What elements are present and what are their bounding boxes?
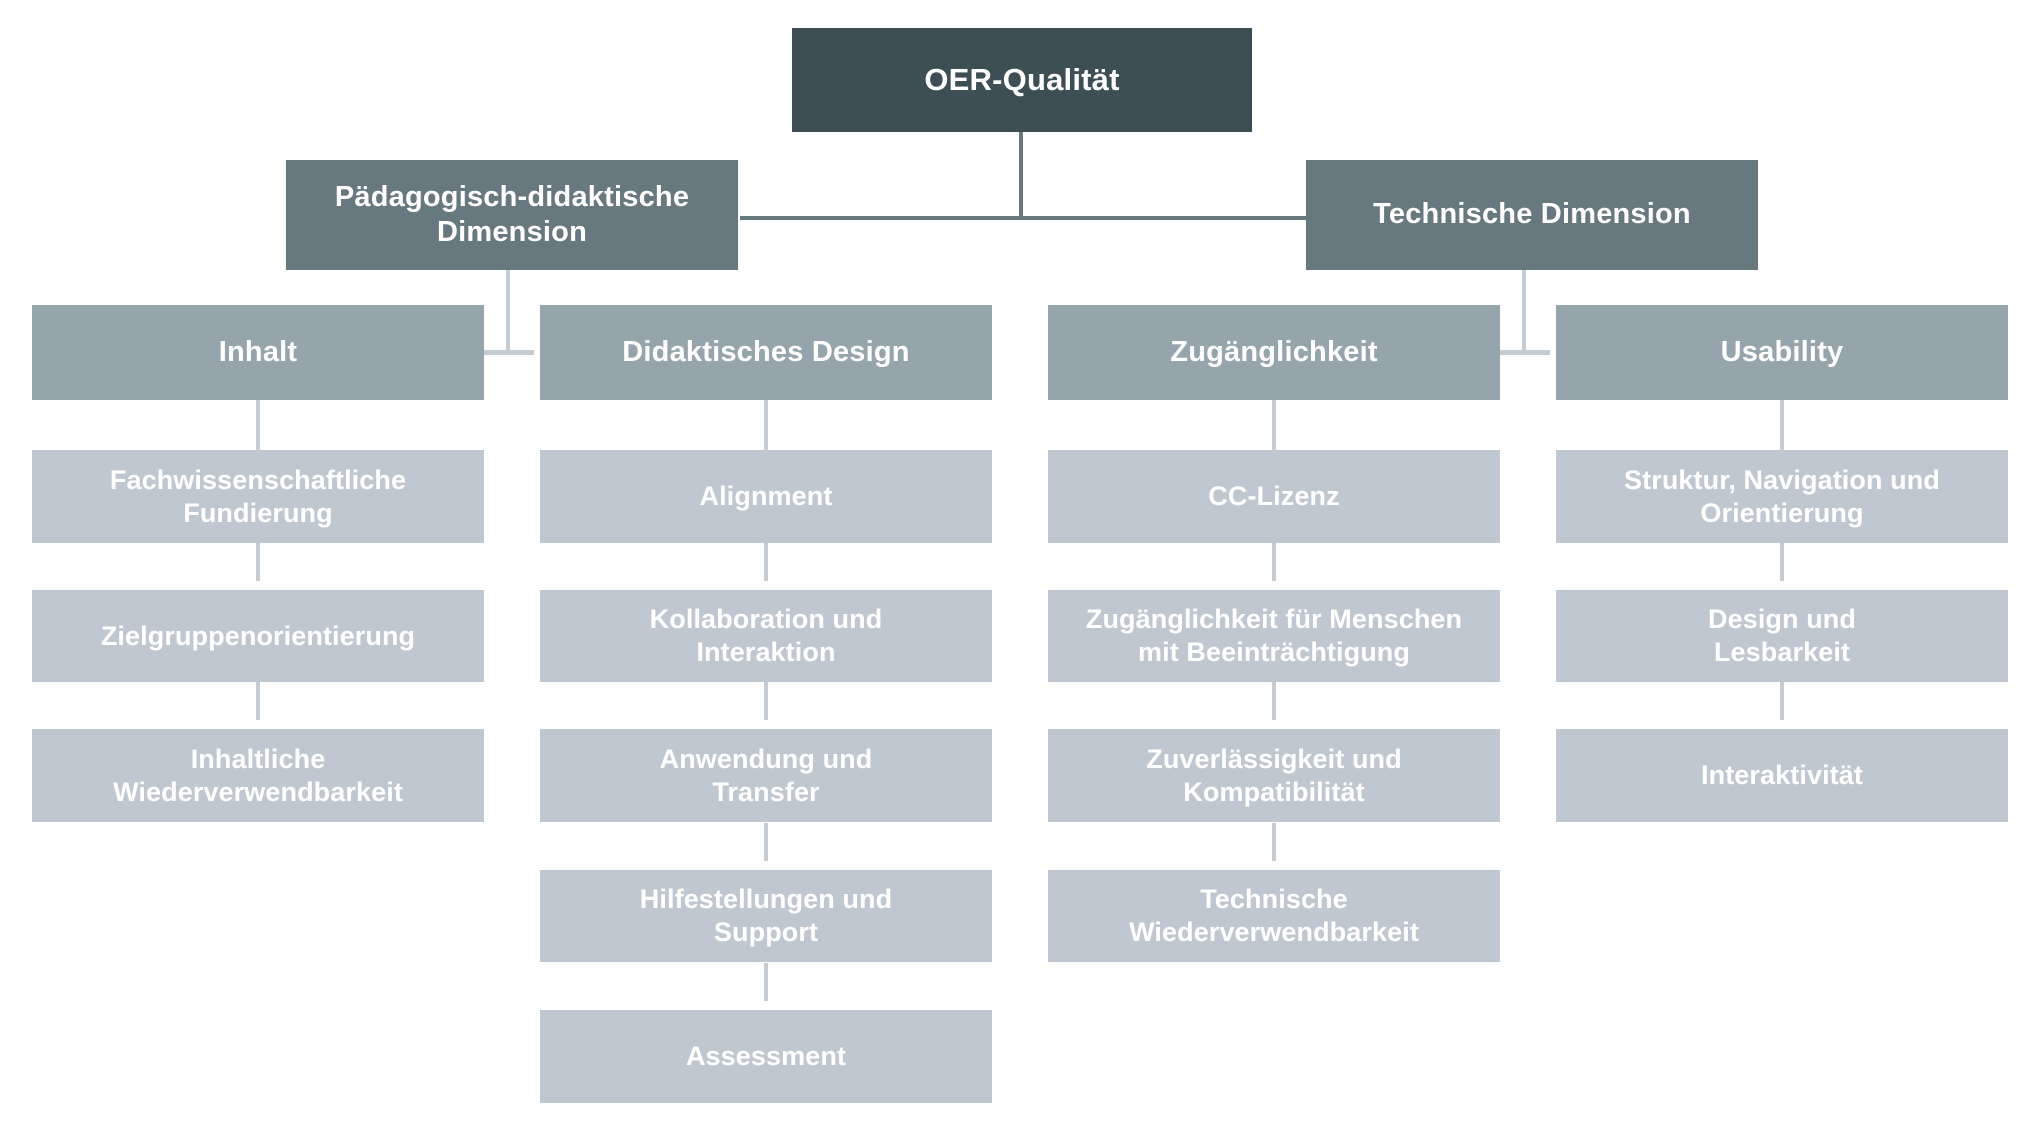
node-leaf-fachwissenschaftliche-fundierung[interactable]: Fachwissenschaftliche Fundierung: [32, 450, 484, 543]
connector-col2-seg5: [764, 963, 768, 1001]
connector-col3-seg1: [1272, 400, 1276, 450]
node-leaf-hilfestellungen-und-support[interactable]: Hilfestellungen und Support: [540, 870, 992, 962]
connector-root-stem: [1019, 132, 1023, 218]
connector-col3-seg2: [1272, 543, 1276, 581]
connector-col1-seg2: [256, 543, 260, 581]
connector-col2-seg1: [764, 400, 768, 450]
node-category-zugaenglichkeit[interactable]: Zugänglichkeit: [1048, 305, 1500, 400]
node-leaf-zuverlaessigkeit-und-kompatibilitaet[interactable]: Zuverlässigkeit und Kompatibilität: [1048, 729, 1500, 822]
node-leaf-struktur-navigation-und-orientierung[interactable]: Struktur, Navigation und Orientierung: [1556, 450, 2008, 543]
connector-col4-seg2: [1780, 543, 1784, 581]
node-dimension-paedagogisch-didaktische[interactable]: Pädagogisch-didaktische Dimension: [286, 160, 738, 270]
node-leaf-inhaltliche-wiederverwendbarkeit[interactable]: Inhaltliche Wiederverwendbarkeit: [32, 729, 484, 822]
node-category-inhalt[interactable]: Inhalt: [32, 305, 484, 400]
connector-technisch-stem: [1522, 270, 1526, 353]
connector-col4-seg1: [1780, 400, 1784, 450]
node-leaf-kollaboration-und-interaktion[interactable]: Kollaboration und Interaktion: [540, 590, 992, 682]
node-dimension-technische[interactable]: Technische Dimension: [1306, 160, 1758, 270]
node-leaf-zugaenglichkeit-fuer-menschen-mit-beeintraechtigung[interactable]: Zugänglichkeit für Menschen mit Beeinträ…: [1048, 590, 1500, 682]
node-leaf-zielgruppenorientierung[interactable]: Zielgruppenorientierung: [32, 590, 484, 682]
node-leaf-interaktivitaet[interactable]: Interaktivität: [1556, 729, 2008, 822]
node-leaf-assessment[interactable]: Assessment: [540, 1010, 992, 1103]
connector-technisch-crossbar: [1500, 350, 1550, 355]
connector-col3-seg3: [1272, 682, 1276, 720]
connector-col2-seg4: [764, 823, 768, 861]
connector-col3-seg4: [1272, 823, 1276, 861]
node-leaf-alignment[interactable]: Alignment: [540, 450, 992, 543]
node-category-usability[interactable]: Usability: [1556, 305, 2008, 400]
connector-col1-seg1: [256, 400, 260, 450]
connector-paedagogisch-crossbar: [484, 350, 534, 355]
node-leaf-design-und-lesbarkeit[interactable]: Design und Lesbarkeit: [1556, 590, 2008, 682]
connector-col1-seg3: [256, 682, 260, 720]
connector-paedagogisch-stem: [506, 270, 510, 353]
connector-dimension-trunk: [740, 216, 1306, 220]
node-leaf-cc-lizenz[interactable]: CC-Lizenz: [1048, 450, 1500, 543]
connector-col2-seg3: [764, 682, 768, 720]
connector-col4-seg3: [1780, 682, 1784, 720]
node-category-didaktisches-design[interactable]: Didaktisches Design: [540, 305, 992, 400]
connector-col2-seg2: [764, 543, 768, 581]
node-leaf-anwendung-und-transfer[interactable]: Anwendung und Transfer: [540, 729, 992, 822]
node-leaf-technische-wiederverwendbarkeit[interactable]: Technische Wiederverwendbarkeit: [1048, 870, 1500, 962]
node-root-oer-qualitaet[interactable]: OER-Qualität: [792, 28, 1252, 132]
